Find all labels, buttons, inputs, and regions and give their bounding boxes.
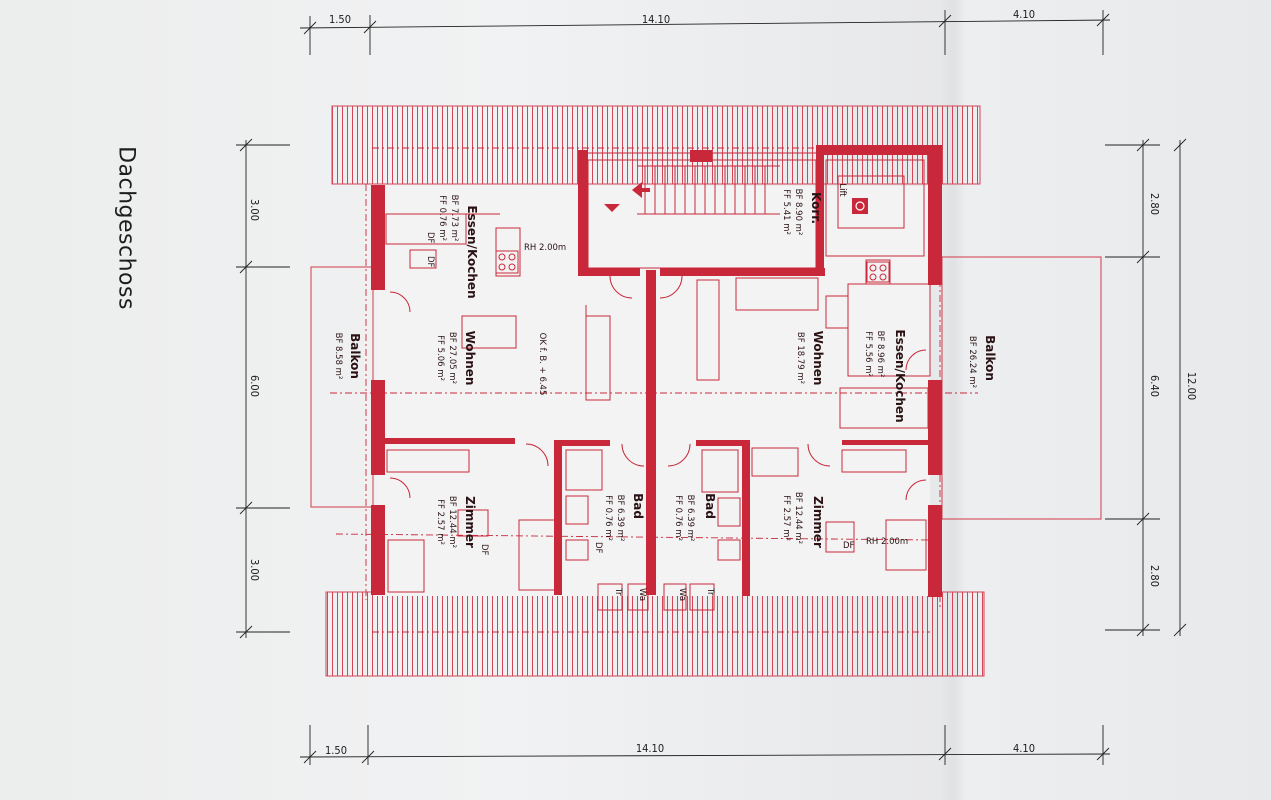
room-bf-wohnen-left: BF 27.05 m² <box>447 332 457 384</box>
room-ff-zimmer-left: FF 2.57 m² <box>435 499 445 545</box>
dimension-lines <box>236 10 1187 765</box>
dim-left-1: 3.00 <box>248 199 261 221</box>
okfb-label: OK f. B. + 6.45 <box>537 333 547 396</box>
room-labels: Essen/Kochen BF 7.73 m² FF 0.76 m² Wohne… <box>333 189 997 548</box>
annotations: RH 2.00m RH 2.00m OK f. B. + 6.45 Lift D… <box>425 183 908 601</box>
room-name-korr: Korr. <box>809 192 823 224</box>
dim-top-1: 1.50 <box>329 13 351 26</box>
room-name-wohnen-right: Wohnen <box>811 331 825 386</box>
wheelchair-icon <box>852 198 868 214</box>
dim-left-2: 6.00 <box>248 375 261 397</box>
cooktops <box>495 250 890 283</box>
df-label-3: DF <box>479 544 489 556</box>
room-ff-essen-left: FF 0.76 m² <box>437 195 447 241</box>
rh-label-right: RH 2.00m <box>866 537 908 547</box>
dim-bottom-3: 4.10 <box>1013 742 1035 755</box>
room-bf-wohnen-right: BF 18.79 m² <box>795 332 805 384</box>
room-name-wohnen-left: Wohnen <box>463 331 477 386</box>
room-name-bad-left: Bad <box>631 493 645 519</box>
room-bf-essen-left: BF 7.73 m² <box>449 195 459 242</box>
room-name-zimmer-right: Zimmer <box>811 496 825 548</box>
df-label-2: DF <box>425 256 435 268</box>
tr-label-1: Tr <box>613 587 623 596</box>
dim-top-3: 4.10 <box>1013 8 1035 21</box>
room-bf-zimmer-right: BF 12.44 m² <box>793 492 803 544</box>
dim-left-3: 3.00 <box>248 559 261 581</box>
room-name-essen-left: Essen/Kochen <box>465 205 479 298</box>
dim-bottom-2: 14.10 <box>636 742 664 755</box>
df-label-4: DF <box>593 542 603 554</box>
room-name-essen-right: Essen/Kochen <box>893 329 907 422</box>
room-bf-balkon-left: BF 8.58 m² <box>333 333 343 380</box>
wa-label-1: Wa <box>637 588 647 601</box>
wa-label-2: Wa <box>677 588 687 601</box>
dashed-lines <box>330 147 978 633</box>
furniture-lines <box>385 152 931 611</box>
room-bf-essen-right: BF 8.96 m² <box>875 331 885 378</box>
room-ff-essen-right: FF 5.56 m² <box>863 331 873 377</box>
lift-label: Lift <box>837 183 847 197</box>
dim-right-2: 6.40 <box>1148 375 1161 397</box>
room-ff-bad-left: FF 0.76 m² <box>603 495 613 541</box>
dim-bottom-1: 1.50 <box>325 744 347 757</box>
walls <box>371 145 942 597</box>
room-ff-korr: FF 5.41 m² <box>781 189 791 235</box>
dim-right-total: 12.00 <box>1185 372 1198 400</box>
dim-right-3: 2.80 <box>1148 565 1161 587</box>
room-ff-wohnen-left: FF 5.06 m² <box>435 335 445 381</box>
room-bf-bad-left: BF 6.39 m² <box>615 495 625 542</box>
room-bf-zimmer-left: BF 12.44 m² <box>447 496 457 548</box>
room-ff-zimmer-right: FF 2.57 m² <box>781 495 791 541</box>
dim-right-1: 2.80 <box>1148 193 1161 215</box>
room-bf-korr: BF 8.90 m² <box>793 189 803 236</box>
stair-arrow-icon <box>604 182 650 212</box>
rh-label-left: RH 2.00m <box>524 243 566 253</box>
tr-label-2: Tr <box>705 587 715 596</box>
room-name-balkon-left: Balkon <box>348 333 362 379</box>
df-label-1: DF <box>425 232 435 244</box>
room-bf-balkon-right: BF 26.24 m² <box>967 336 977 388</box>
room-name-bad-right: Bad <box>703 493 717 519</box>
room-bf-bad-right: BF 6.39 m² <box>685 495 695 542</box>
dimension-texts: 1.50 14.10 4.10 1.50 14.10 4.10 3.00 6.0… <box>248 8 1198 757</box>
room-name-balkon-right: Balkon <box>983 335 997 381</box>
room-ff-bad-right: FF 0.76 m² <box>673 495 683 541</box>
room-name-zimmer-left: Zimmer <box>463 496 477 548</box>
df-label-5: DF <box>843 541 855 551</box>
dim-top-2: 14.10 <box>642 13 670 26</box>
